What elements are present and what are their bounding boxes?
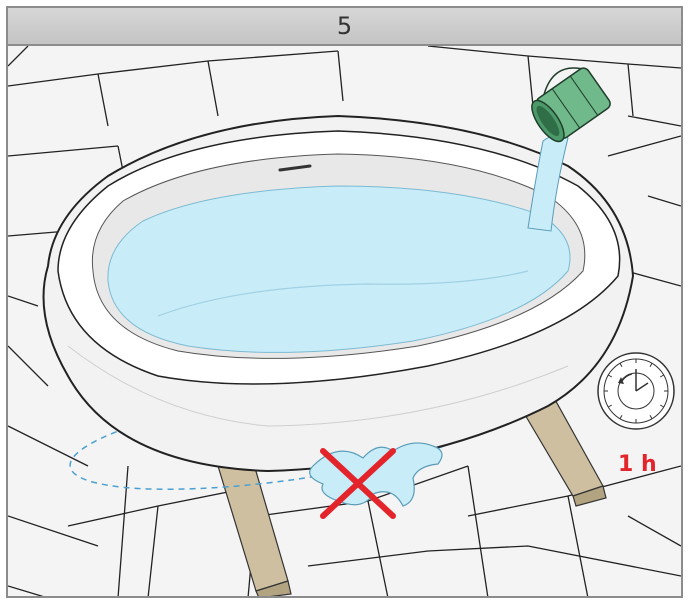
- clock-icon: [597, 352, 675, 430]
- water-surface: [107, 185, 571, 353]
- water-puddle: [309, 442, 443, 507]
- bathtub: [42, 114, 635, 473]
- bucket-icon: [531, 67, 611, 143]
- step-number: 5: [336, 12, 353, 40]
- floor-tiles: [8, 46, 681, 596]
- illustration-frame: 5: [6, 6, 683, 598]
- timer-label: 1 h: [618, 452, 657, 477]
- bathtub-scene: 1 h: [8, 46, 681, 596]
- step-header: 5: [8, 8, 681, 46]
- cross-icon: [320, 448, 396, 519]
